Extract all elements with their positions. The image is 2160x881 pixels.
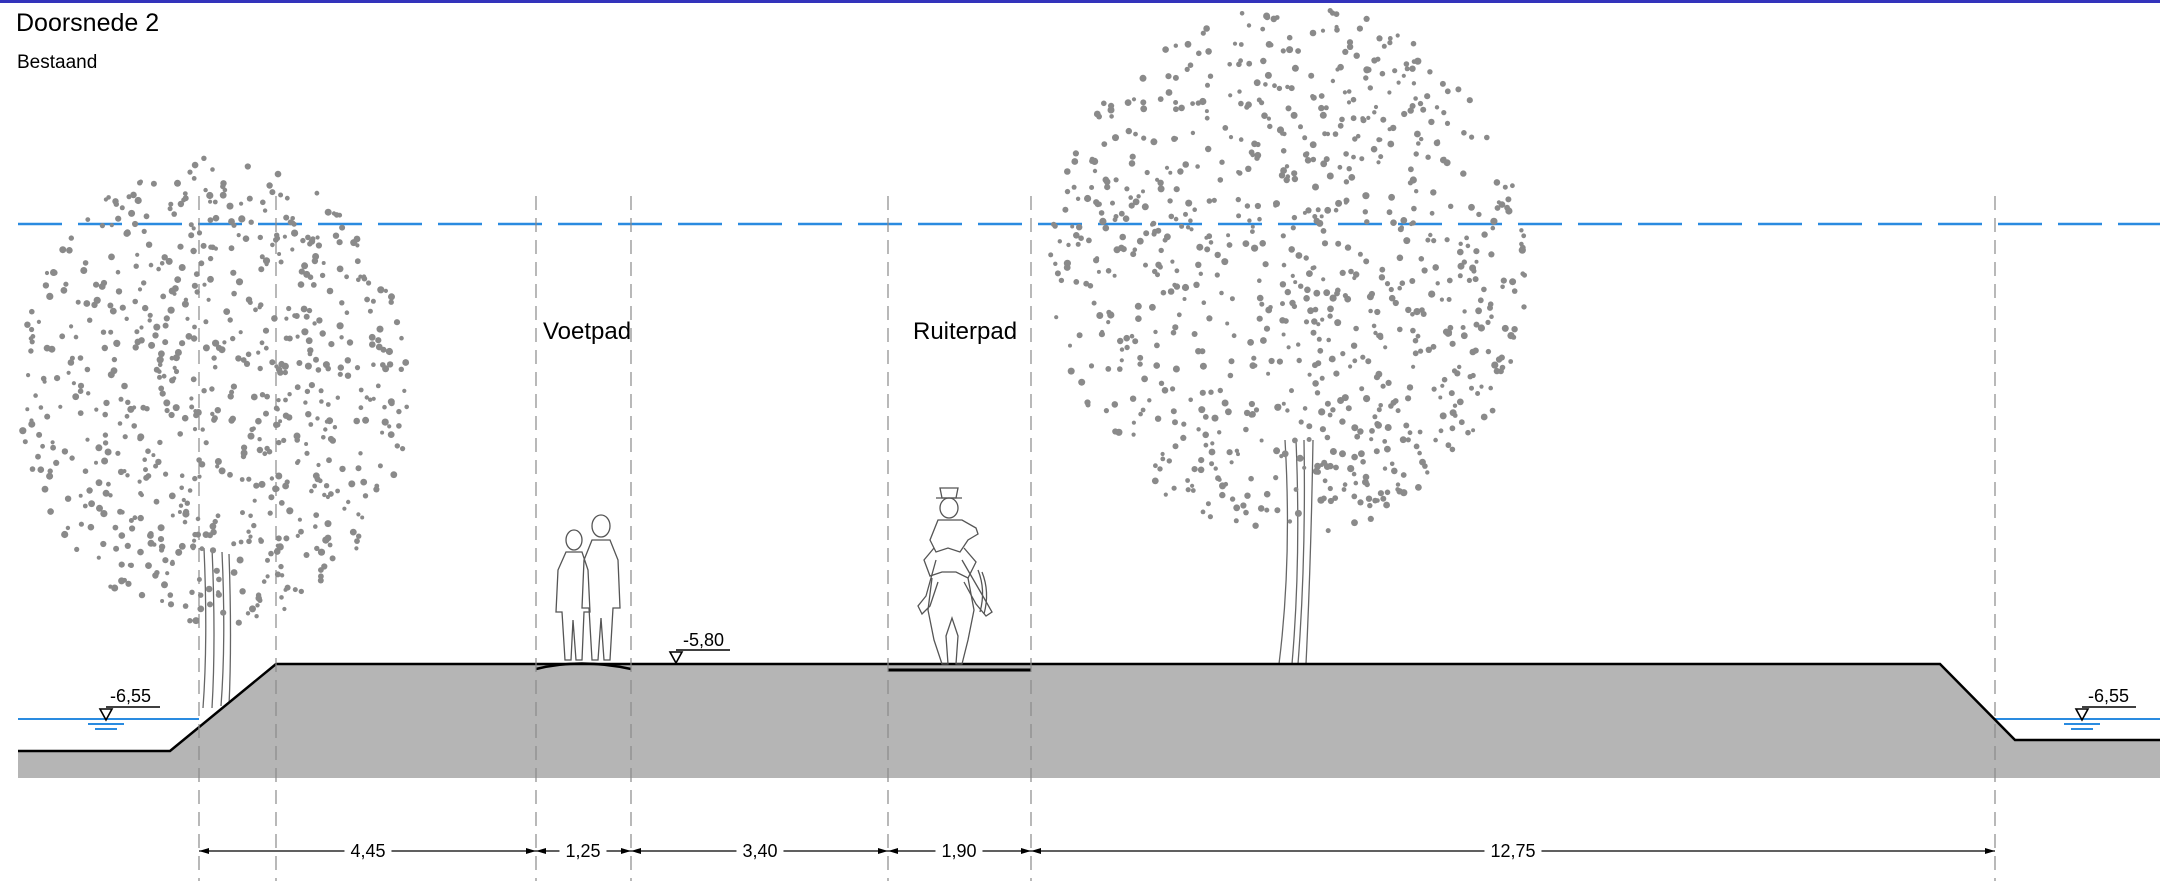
level-marker-icon — [668, 649, 730, 665]
zone-label-voetpad: Voetpad — [543, 318, 632, 345]
level-marker-icon — [2064, 706, 2136, 730]
drawing-title: Doorsnede 2 — [16, 9, 160, 37]
reference-lines — [198, 196, 1996, 881]
dimension-label: 3,40 — [736, 840, 784, 862]
dimension-label: 4,45 — [344, 840, 392, 862]
drawing-top-border — [0, 0, 2160, 3]
voetpad-surface — [535, 662, 632, 671]
deciduous-tree-icon — [1048, 8, 1527, 665]
deciduous-tree-icon — [19, 155, 410, 709]
drawing-subtitle: Bestaand — [17, 52, 98, 73]
dimension-line — [199, 848, 1995, 854]
zone-label-ruiterpad: Ruiterpad — [913, 318, 1018, 345]
dimension-label: 12,75 — [1484, 840, 1542, 862]
level-label-crest: -5,80 — [683, 630, 725, 650]
pedestrians-icon — [555, 514, 621, 661]
dimension-label: 1,25 — [559, 840, 607, 862]
level-marker-icon — [88, 706, 160, 730]
ground-profile-line — [18, 662, 2160, 753]
ground-body — [18, 664, 2160, 778]
horse-rider-icon — [917, 487, 993, 665]
level-label-water-left: -6,55 — [110, 686, 152, 706]
level-label-water-right: -6,55 — [2088, 686, 2130, 706]
dimension-label: 1,90 — [935, 840, 983, 862]
